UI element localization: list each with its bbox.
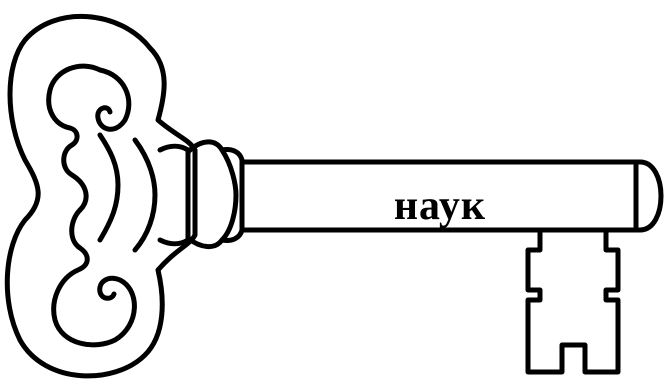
key-collar <box>157 139 245 249</box>
key-bow-inner-top <box>46 63 132 213</box>
key-bow-outline <box>4 13 198 379</box>
key-label: наук <box>393 183 487 229</box>
key-shaft <box>239 159 664 233</box>
key-bow-inner-bottom <box>51 207 137 348</box>
key-bow-spine <box>97 132 158 253</box>
key-bit <box>525 227 621 375</box>
